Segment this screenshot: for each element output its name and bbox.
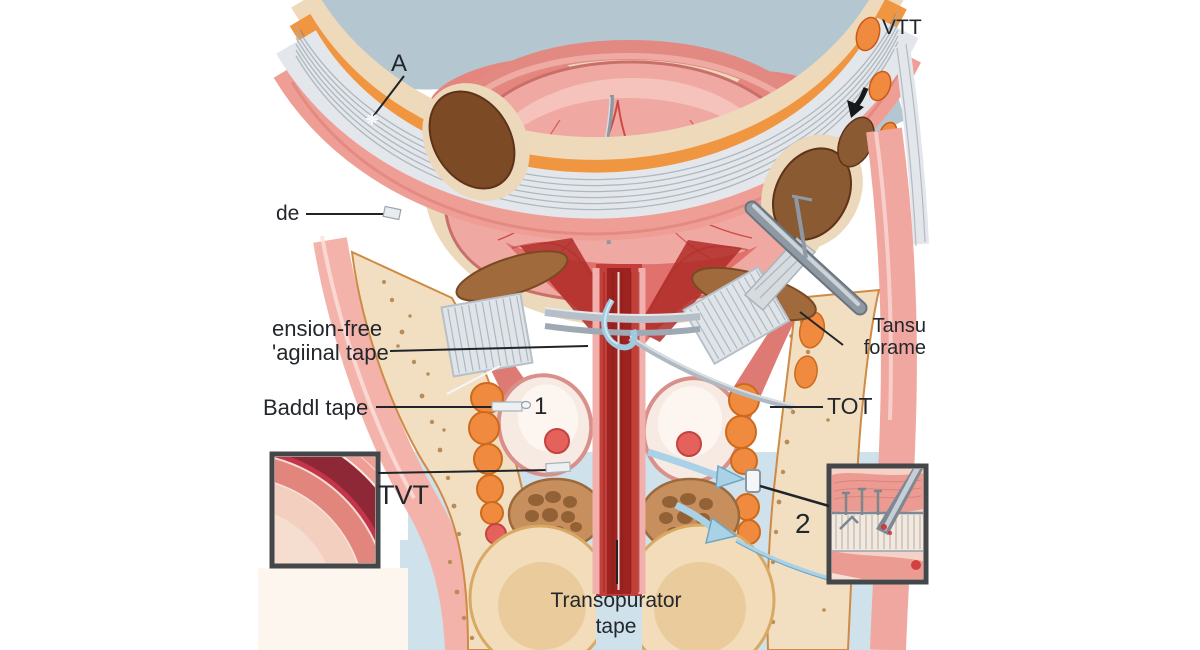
label-tvt: TVT <box>378 480 429 510</box>
label-vtt: VTT <box>882 16 922 39</box>
mesh-tape-left <box>440 292 534 378</box>
label-trans-line1: Transopurator <box>550 589 682 612</box>
down-left-arrow-icon <box>847 87 869 118</box>
label-marker-1: 1 <box>534 393 548 420</box>
label-marker-2: 2 <box>795 508 811 539</box>
label-tot: TOT <box>827 393 873 419</box>
perineal-pouches <box>468 523 776 650</box>
label-tension-line1: ension-free <box>272 316 383 341</box>
inset-box-2 <box>826 463 929 585</box>
skin-corner <box>258 568 408 650</box>
label-a: A <box>391 50 408 77</box>
label-transopurator-tape: Transopurator tape <box>531 588 701 640</box>
label-tansu-line1: Tansu <box>872 315 926 337</box>
vestibular-bulbs <box>496 373 743 484</box>
label-baddl-tape: Baddl tape <box>263 395 369 420</box>
leader-markers <box>366 113 571 474</box>
star-marker-icon <box>366 113 378 125</box>
label-de: de <box>276 202 300 225</box>
label-transobturator-foramen: Tansu forame <box>856 315 926 359</box>
label-tansu-line2: forame <box>863 337 926 359</box>
catheter-tube <box>601 298 832 582</box>
label-tension-line2: 'agiinal tape <box>272 340 389 365</box>
inset-box-1 <box>269 451 381 569</box>
pelvic-arch-band <box>273 0 929 247</box>
label-tension-free-vaginal-tape: ension-free 'agiinal tape <box>272 317 389 365</box>
lateral-pockets <box>422 83 875 250</box>
surgical-trocar <box>744 194 868 316</box>
tape-straps <box>544 307 794 410</box>
label-trans-line2: tape <box>595 615 637 638</box>
